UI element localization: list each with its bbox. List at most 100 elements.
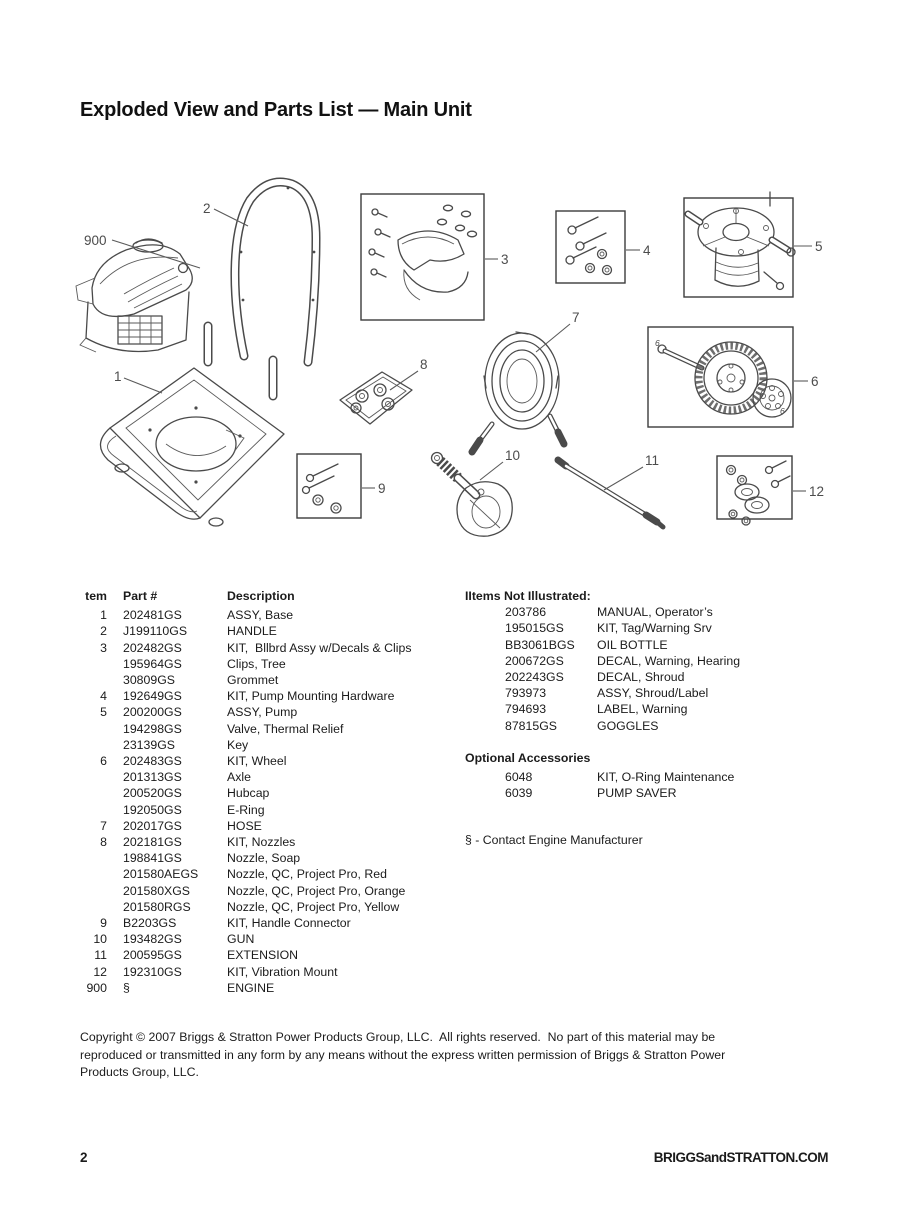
part-number-cell: 192050GS xyxy=(123,802,182,817)
handle-connector-box xyxy=(296,453,362,519)
table-row: 6048 KIT, O-Ring Maintenance xyxy=(465,769,845,785)
description-cell: Nozzle, QC, Project Pro, Orange xyxy=(227,883,406,898)
item-cell: 1 xyxy=(100,608,107,623)
gun-sketch xyxy=(430,451,513,537)
item-cell xyxy=(78,866,107,882)
pump-hardware-box xyxy=(555,210,626,284)
table-row: 201580XGS Nozzle, QC, Project Pro, Orange xyxy=(78,883,464,899)
description-cell: KIT, Bllbrd Assy w/Decals & Clips xyxy=(227,640,412,655)
description-cell: ENGINE xyxy=(227,980,275,995)
description-cell: Nozzle, QC, Project Pro, Red xyxy=(227,867,387,882)
item-cell: 8 xyxy=(100,835,107,850)
callout-leader-11 xyxy=(603,466,644,491)
description-cell: Axle xyxy=(227,770,251,785)
item-cell: 3 xyxy=(100,640,107,655)
extension-sketch xyxy=(554,456,666,530)
item-cell: 9 xyxy=(100,916,107,931)
callout-6: 6 xyxy=(811,374,819,389)
item-cell: 11 xyxy=(94,948,107,963)
nozzle-pack-sketch xyxy=(339,371,413,425)
description-cell: Clips, Tree xyxy=(227,656,286,671)
part-number-cell: 202481GS xyxy=(123,608,182,623)
part-header: Part # xyxy=(123,589,158,603)
item-cell xyxy=(78,785,107,801)
table-row: 192050GS E-Ring xyxy=(78,802,464,818)
table-row: 195964GS Clips, Tree xyxy=(78,656,464,672)
part-number-cell: § xyxy=(123,980,130,995)
callout-leader-10 xyxy=(479,461,504,481)
description-cell: ASSY, Pump xyxy=(227,705,298,720)
description-cell: KIT, Nozzles xyxy=(227,835,296,850)
part-number-cell: 194298GS xyxy=(123,721,182,736)
description-cell: Nozzle, QC, Project Pro, Yellow xyxy=(227,899,400,914)
parts-table-header: tem Part # Description xyxy=(78,588,464,604)
table-row: 10 193482GS GUN xyxy=(78,931,464,947)
item-cell: 10 xyxy=(93,932,107,947)
copyright-line: Copyright © 2007 Briggs & Stratton Power… xyxy=(80,1030,716,1044)
description-cell: Key xyxy=(227,737,249,752)
description-cell: KIT, O-Ring Maintenance xyxy=(597,770,735,785)
part-number-cell: 201313GS xyxy=(123,770,182,785)
description-cell: E-Ring xyxy=(227,802,265,817)
pump-assy-box xyxy=(683,191,796,298)
description-cell: MANUAL, Operator’s xyxy=(597,605,713,620)
copyright-line: Products Group, LLC. xyxy=(80,1065,199,1080)
description-cell: PUMP SAVER xyxy=(597,786,677,801)
part-number-cell: 202482GS xyxy=(123,640,182,655)
part-number-cell: 6048 xyxy=(505,770,533,785)
description-cell: KIT, Handle Connector xyxy=(227,916,351,931)
item-cell: 6 xyxy=(100,754,107,769)
part-number-cell: 192310GS xyxy=(123,964,182,979)
wheel-kit-box xyxy=(647,326,794,428)
vibration-mount-box xyxy=(716,455,793,526)
description-cell: DECAL, Warning, Hearing xyxy=(597,653,741,668)
item-cell: 12 xyxy=(93,964,107,979)
callout-3: 3 xyxy=(501,252,509,267)
description-cell: DECAL, Shroud xyxy=(597,670,685,685)
description-cell: GUN xyxy=(227,932,255,947)
table-row: 9 B2203GS KIT, Handle Connector xyxy=(78,915,464,931)
part-number-cell: 195964GS xyxy=(123,656,182,671)
inner-mark-6: 6 xyxy=(655,338,660,348)
website-footer: BRIGGSandSTRATTON.COM xyxy=(653,1150,829,1165)
part-number-cell: 193482GS xyxy=(123,932,182,947)
part-number-cell: B2203GS xyxy=(123,916,177,931)
table-row: 3 202482GS KIT, Bllbrd Assy w/Decals & Cli… xyxy=(78,640,464,656)
part-number-cell: 201580AEGS xyxy=(123,867,199,882)
part-number-cell: 201580XGS xyxy=(123,883,191,898)
handle-sketch xyxy=(203,177,321,401)
copyright-block: Copyright © 2007 Briggs & Stratton Power… xyxy=(80,1029,725,1082)
copyright-line: reproduced or transmitted in any form by… xyxy=(80,1047,726,1062)
base-sketch xyxy=(99,367,285,527)
description-cell: ASSY, Base xyxy=(227,608,294,623)
callout-4: 4 xyxy=(643,243,651,258)
description-cell: Grommet xyxy=(227,673,279,688)
part-number-cell: 793973 xyxy=(505,686,547,701)
callout-leader-7 xyxy=(535,323,571,353)
description-cell: ASSY, Shroud/Label xyxy=(597,686,709,701)
callout-7: 7 xyxy=(572,310,580,325)
description-cell: HANDLE xyxy=(227,624,277,639)
inner-mark-6: 6 xyxy=(780,406,785,416)
description-cell: OIL BOTTLE xyxy=(597,637,668,652)
callout-900: 900 xyxy=(84,233,107,248)
part-number-cell: 200672GS xyxy=(505,653,564,668)
callout-5: 5 xyxy=(815,239,823,254)
table-row: 201313GS Axle xyxy=(78,769,464,785)
item-cell: 5 xyxy=(100,705,107,720)
description-cell: Nozzle, Soap xyxy=(227,851,301,866)
